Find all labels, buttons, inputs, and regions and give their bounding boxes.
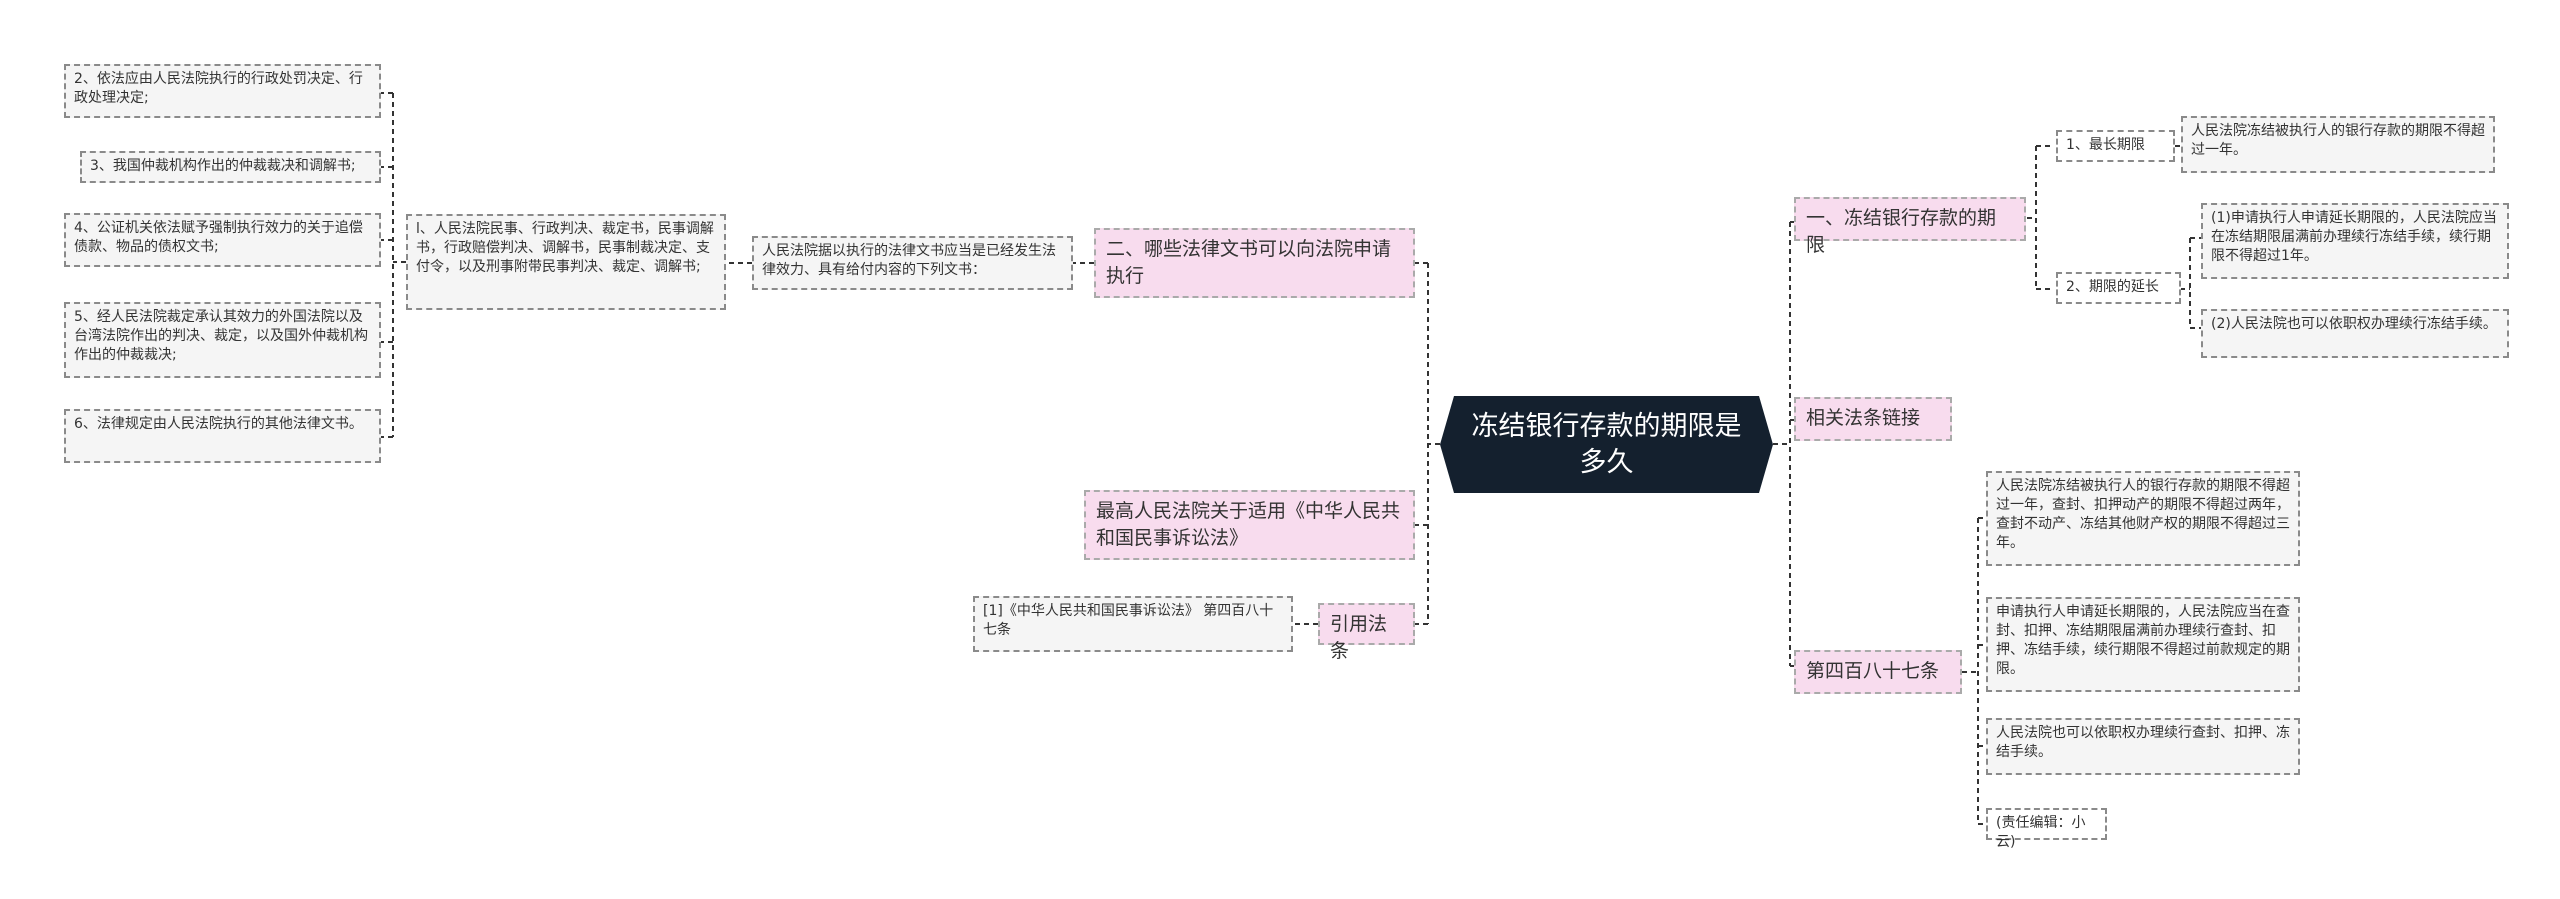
leaf-court-judgments[interactable]: l、人民法院民事、行政判决、裁定书，民事调解书，行政赔偿判决、调解书，民事制裁决… <box>406 214 726 310</box>
leaf-article-item-1[interactable]: 人民法院冻结被执行人的银行存款的期限不得超过一年，查封、扣押动产的期限不得超过两… <box>1986 471 2300 566</box>
leaf-doc-item-6[interactable]: 6、法律规定由人民法院执行的其他法律文书。 <box>64 409 381 463</box>
leaf-longest-period-text[interactable]: 人民法院冻结被执行人的银行存款的期限不得超过一年。 <box>2181 116 2495 173</box>
leaf-doc-item-2[interactable]: 2、依法应由人民法院执行的行政处罚决定、行政处理决定; <box>64 64 381 118</box>
topic-cited-articles[interactable]: 引用法条 <box>1318 603 1415 662</box>
topic-freeze-period[interactable]: 一、冻结银行存款的期限 <box>1794 197 2026 256</box>
topic-executable-documents[interactable]: 二、哪些法律文书可以向法院申请执行 <box>1094 228 1415 298</box>
leaf-doc-item-3[interactable]: 3、我国仲裁机构作出的仲裁裁决和调解书; <box>80 151 381 183</box>
label-period-extension[interactable]: 2、期限的延长 <box>2056 272 2181 304</box>
leaf-extension-item-1[interactable]: (1)申请执行人申请延长期限的，人民法院应当在冻结期限届满前办理续行冻结手续，续… <box>2201 203 2509 279</box>
topic-related-articles[interactable]: 相关法条链接 <box>1794 397 1952 441</box>
root-topic[interactable]: 冻结银行存款的期限是多久 <box>1440 396 1773 493</box>
leaf-documents-intro[interactable]: 人民法院据以执行的法律文书应当是已经发生法律效力、具有给付内容的下列文书： <box>752 236 1073 290</box>
leaf-doc-item-4[interactable]: 4、公证机关依法赋予强制执行效力的关于追偿债款、物品的债权文书; <box>64 213 381 267</box>
leaf-article-item-3[interactable]: 人民法院也可以依职权办理续行查封、扣押、冻结手续。 <box>1986 718 2300 775</box>
leaf-editor-credit[interactable]: (责任编辑：小云) <box>1986 808 2107 850</box>
leaf-doc-item-5[interactable]: 5、经人民法院裁定承认其效力的外国法院以及台湾法院作出的判决、裁定，以及国外仲裁… <box>64 302 381 378</box>
label-longest-period[interactable]: 1、最长期限 <box>2056 130 2175 162</box>
topic-article-487[interactable]: 第四百八十七条 <box>1794 650 1962 694</box>
topic-supreme-court-interpretation[interactable]: 最高人民法院关于适用《中华人民共和国民事诉讼法》 <box>1084 490 1415 560</box>
leaf-citation-item[interactable]: [1]《中华人民共和国民事诉讼法》 第四百八十七条 <box>973 596 1293 652</box>
leaf-article-item-2[interactable]: 申请执行人申请延长期限的，人民法院应当在查封、扣押、冻结期限届满前办理续行查封、… <box>1986 597 2300 692</box>
leaf-extension-item-2[interactable]: (2)人民法院也可以依职权办理续行冻结手续。 <box>2201 309 2509 358</box>
